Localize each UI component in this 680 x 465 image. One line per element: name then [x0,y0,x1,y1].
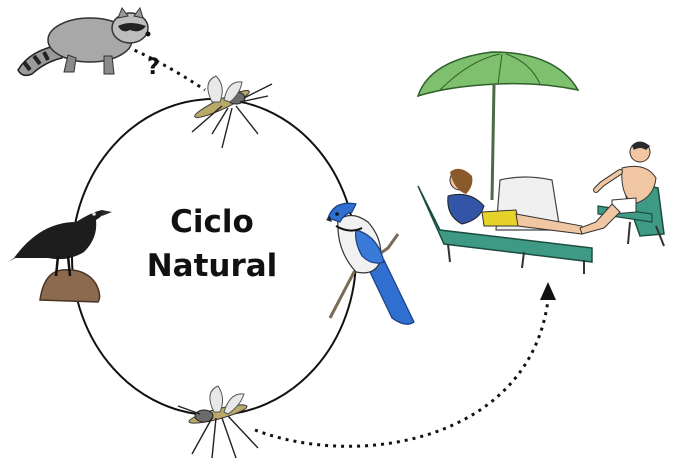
raccoon-link-dotted [120,44,205,90]
diagram-title-line1: Ciclo [170,204,254,240]
crow-icon [8,210,112,302]
arrowhead-icon [540,282,556,300]
beach-people-icon [418,52,664,274]
mosquito-icon-top [192,76,272,148]
diagram-title-line2: Natural [147,248,278,284]
raccoon-icon [18,8,151,75]
question-mark: ? [147,55,160,80]
mosquito-icon-bottom [178,386,258,458]
blue-jay-icon [326,203,414,324]
